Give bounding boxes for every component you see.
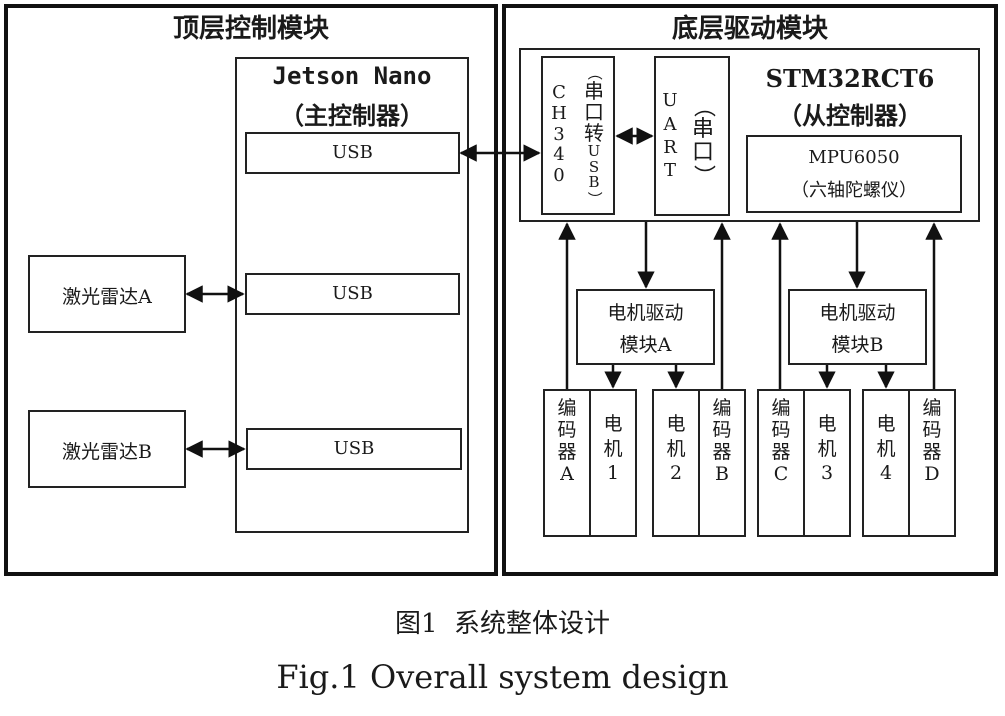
lidar-a-box — [28, 255, 186, 333]
motor-driver-b-box — [788, 289, 927, 365]
mpu6050-desc: （六轴陀螺仪） — [791, 180, 917, 201]
caption-en: Fig.1 Overall system design — [276, 658, 729, 696]
unit-char: 机 — [666, 437, 686, 460]
lidar-b-label: 激光雷达B — [62, 441, 152, 463]
encoder-a-label: 编 码 器 A — [543, 397, 591, 498]
unit-char: 码 — [771, 418, 791, 441]
lidar-b-box — [28, 410, 186, 488]
ch340-char: 3 — [553, 123, 565, 145]
motor-1-box — [589, 389, 637, 537]
encoder-c-box — [757, 389, 805, 537]
stm32-role: （从控制器） — [778, 101, 922, 130]
ch340-desc-char: 串 — [584, 78, 604, 103]
ch340-desc-char: S — [588, 157, 600, 176]
encoder-d-box — [908, 389, 956, 537]
encoder-b-box — [698, 389, 746, 537]
ch340-char: 4 — [553, 144, 565, 166]
usb-label: USB — [332, 283, 373, 304]
uart-desc-char: 串 — [691, 116, 714, 142]
unit-char: D — [924, 462, 940, 485]
unit-char: 编 — [557, 397, 577, 419]
unit-char: 编 — [771, 397, 791, 419]
caption-cn: 图1 系统整体设计 — [394, 609, 611, 639]
unit-char: 3 — [820, 462, 834, 485]
unit-char: 电 — [666, 413, 686, 435]
ch340-chars: C H 3 4 0 — [545, 62, 573, 208]
unit-char: 2 — [669, 462, 683, 485]
ch340-box — [541, 56, 615, 215]
jetson-usb-port-3 — [246, 428, 462, 470]
unit-char: 电 — [876, 413, 896, 435]
jetson-nano-name: Jetson Nano — [272, 62, 432, 90]
top-module-title: 顶层控制模块 — [172, 14, 329, 44]
motor-driver-b-line1: 电机驱动 — [819, 302, 896, 324]
unit-char: C — [773, 462, 789, 485]
unit-char: B — [715, 462, 729, 485]
mpu6050-box — [746, 135, 962, 213]
uart-box — [654, 56, 730, 216]
unit-char: 器 — [922, 440, 942, 463]
uart-char: U — [662, 90, 678, 112]
motor-3-label: 电 机 3 — [803, 412, 851, 492]
ch340-char: H — [551, 102, 567, 124]
ch340-desc-char: B — [588, 173, 600, 192]
motor-3-box — [803, 389, 851, 537]
jetson-usb-port-1 — [245, 132, 460, 174]
unit-char: 器 — [712, 440, 732, 463]
uart-desc: （ 串 口 ） — [686, 95, 720, 186]
encoder-c-label: 编 码 器 C — [757, 397, 805, 498]
ch340-char: C — [552, 82, 566, 104]
jetson-usb-port-2 — [245, 273, 460, 315]
unit-char: 机 — [817, 437, 837, 460]
encoder-a-box — [543, 389, 591, 537]
unit-char: 1 — [606, 462, 620, 485]
motor-driver-a-line1: 电机驱动 — [607, 302, 684, 324]
motor-driver-a-line2: 模块A — [619, 334, 672, 356]
ch340-desc-char: 口 — [584, 99, 604, 124]
motor-4-label: 电 机 4 — [862, 412, 910, 492]
unit-char: 器 — [771, 440, 791, 463]
usb-label: USB — [333, 438, 375, 459]
unit-char: 电 — [817, 413, 837, 435]
encoder-d-label: 编 码 器 D — [908, 397, 956, 498]
stm32-name: STM32RCT6 — [765, 64, 935, 93]
uart-char: A — [663, 113, 677, 135]
ch340-desc: （ 串 口 转 U S B ） — [578, 62, 610, 210]
lidar-a-label: 激光雷达A — [62, 286, 152, 308]
motor-2-label: 电 机 2 — [652, 412, 700, 492]
ch340-desc-char: U — [587, 141, 601, 160]
unit-char: 码 — [922, 418, 942, 441]
unit-char: 器 — [557, 440, 577, 463]
motor-driver-b-line2: 模块B — [831, 334, 884, 356]
motor-1-label: 电 机 1 — [589, 412, 637, 492]
ch340-char: 0 — [553, 165, 565, 187]
bottom-module-title: 底层驱动模块 — [671, 14, 828, 44]
unit-char: 编 — [712, 397, 732, 419]
uart-char: T — [663, 160, 676, 182]
uart-char: R — [663, 137, 677, 158]
usb-label: USB — [332, 142, 373, 163]
unit-char: 电 — [603, 413, 623, 435]
motor-driver-a-box — [576, 289, 715, 365]
unit-char: 机 — [876, 437, 896, 460]
uart-desc-char: 口 — [691, 140, 714, 165]
unit-char: 4 — [879, 462, 893, 485]
unit-char: A — [560, 462, 574, 485]
mpu6050-name: MPU6050 — [808, 147, 900, 168]
ch340-desc-char: 转 — [584, 120, 604, 145]
unit-char: 编 — [922, 397, 942, 419]
unit-char: 机 — [603, 437, 623, 460]
uart-chars: U A R T — [657, 78, 683, 194]
encoder-b-label: 编 码 器 B — [698, 397, 746, 498]
jetson-nano-role: （主控制器） — [280, 101, 424, 130]
unit-char: 码 — [712, 418, 732, 441]
unit-char: 码 — [557, 418, 577, 441]
